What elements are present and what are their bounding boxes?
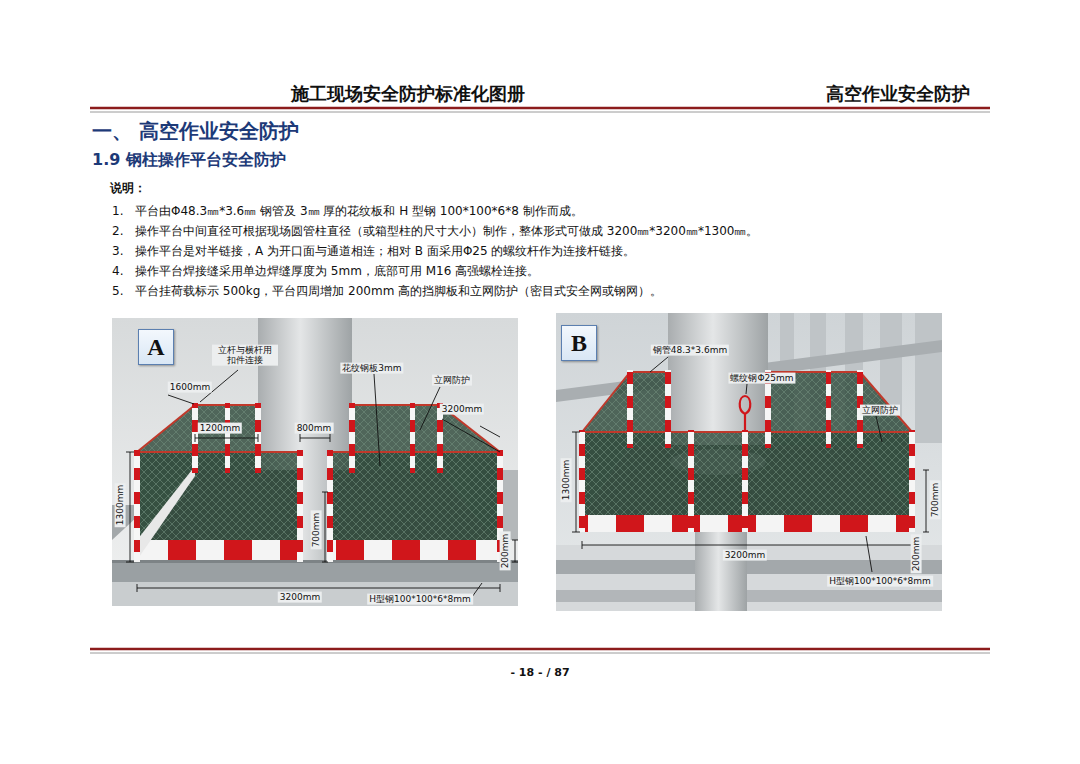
note-number: 4. [112, 264, 123, 278]
note-number: 3. [112, 244, 123, 258]
dimension: 200mm [500, 532, 511, 571]
running-header: 施工现场安全防护标准化图册 [291, 83, 525, 105]
page-title: 一、 高空作业安全防护 [92, 119, 299, 143]
note-text: 平台由Φ48.3㎜*3.6㎜ 钢管及 3㎜ 厚的花纹板和 H 型钢 100*10… [135, 204, 583, 218]
dimension: 200mm [911, 535, 922, 574]
dimension: 800mm [295, 423, 334, 434]
dimension: 3200mm [440, 404, 484, 415]
dimension: 1300mm [561, 458, 572, 502]
dimension: 1600mm [168, 382, 212, 393]
page-number: - 18 - / 87 [510, 666, 569, 679]
part-label: H型钢100*100*6*8mm [827, 576, 933, 587]
dimension: 700mm [311, 511, 322, 550]
dimension: 3200mm [723, 550, 767, 561]
part-label: 立杆与横杆用扣件连接 [212, 345, 278, 366]
dimension: 1200mm [198, 423, 242, 434]
panel-letter: A [147, 335, 164, 359]
part-label: 立网防护 [860, 405, 900, 416]
panel-badge: B [561, 325, 597, 361]
panel-letter: B [571, 331, 587, 355]
panel-badge: A [138, 329, 174, 365]
dimension: 1300mm [115, 483, 126, 527]
notes-heading: 说明： [110, 181, 146, 195]
part-label: 立网防护 [432, 375, 472, 386]
part-label: H型钢100*100*6*8mm [367, 594, 473, 605]
note-text: 操作平台中间直径可根据现场圆管柱直径（或箱型柱的尺寸大小）制作，整体形式可做成 … [135, 224, 758, 238]
part-label: 螺纹钢Φ25mm [728, 373, 795, 384]
note-number: 5. [112, 284, 123, 298]
part-label: 花纹钢板3mm [340, 363, 403, 374]
dimension: 3200mm [278, 592, 322, 603]
note-text: 平台挂荷载标示 500kg，平台四周增加 200mm 高的挡脚板和立网防护（密目… [135, 284, 662, 298]
section-heading: 1.9 钢柱操作平台安全防护 [92, 150, 286, 169]
note-number: 2. [112, 224, 123, 238]
note-text: 操作平台焊接缝采用单边焊缝厚度为 5mm，底部可用 M16 高强螺栓连接。 [135, 264, 539, 278]
note-number: 1. [112, 204, 123, 218]
note-text: 操作平台是对半链接，A 为开口面与通道相连；相对 B 面采用Φ25 的螺纹杆作为… [135, 244, 635, 258]
dimension: 700mm [930, 481, 941, 520]
running-header: 高空作业安全防护 [826, 83, 970, 105]
part-label: 钢管48.3*3.6mm [651, 345, 729, 356]
